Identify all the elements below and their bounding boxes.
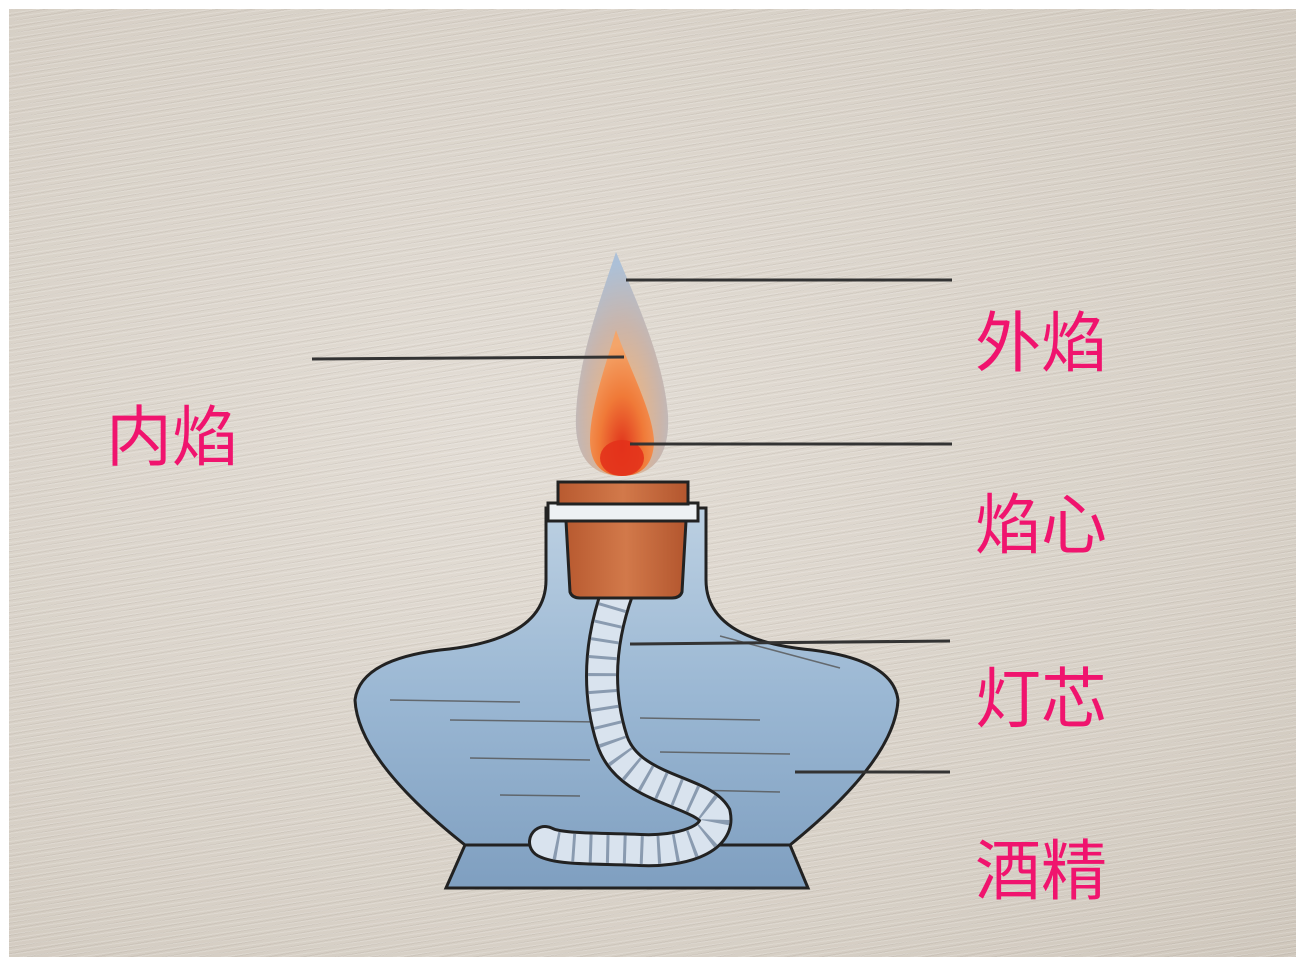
flame: [575, 252, 669, 476]
wick-shape: [528, 573, 733, 868]
label-flame-core: 焰心: [975, 487, 1107, 564]
slide-background: [9, 9, 1296, 957]
leader-lines: [311, 278, 952, 774]
lamp-body: [353, 506, 900, 890]
label-wick: 灯芯: [975, 661, 1107, 738]
leader-line-inner-flame: [311, 355, 625, 361]
label-inner-flame: 内焰: [106, 399, 238, 476]
label-alcohol: 酒精: [975, 833, 1107, 910]
lamp-collar: [546, 501, 700, 523]
wick-holder: [556, 480, 690, 600]
leader-line-wick: [629, 639, 951, 646]
alcohol-lamp-diagram: [311, 252, 952, 890]
label-outer-flame: 外焰: [975, 305, 1107, 382]
